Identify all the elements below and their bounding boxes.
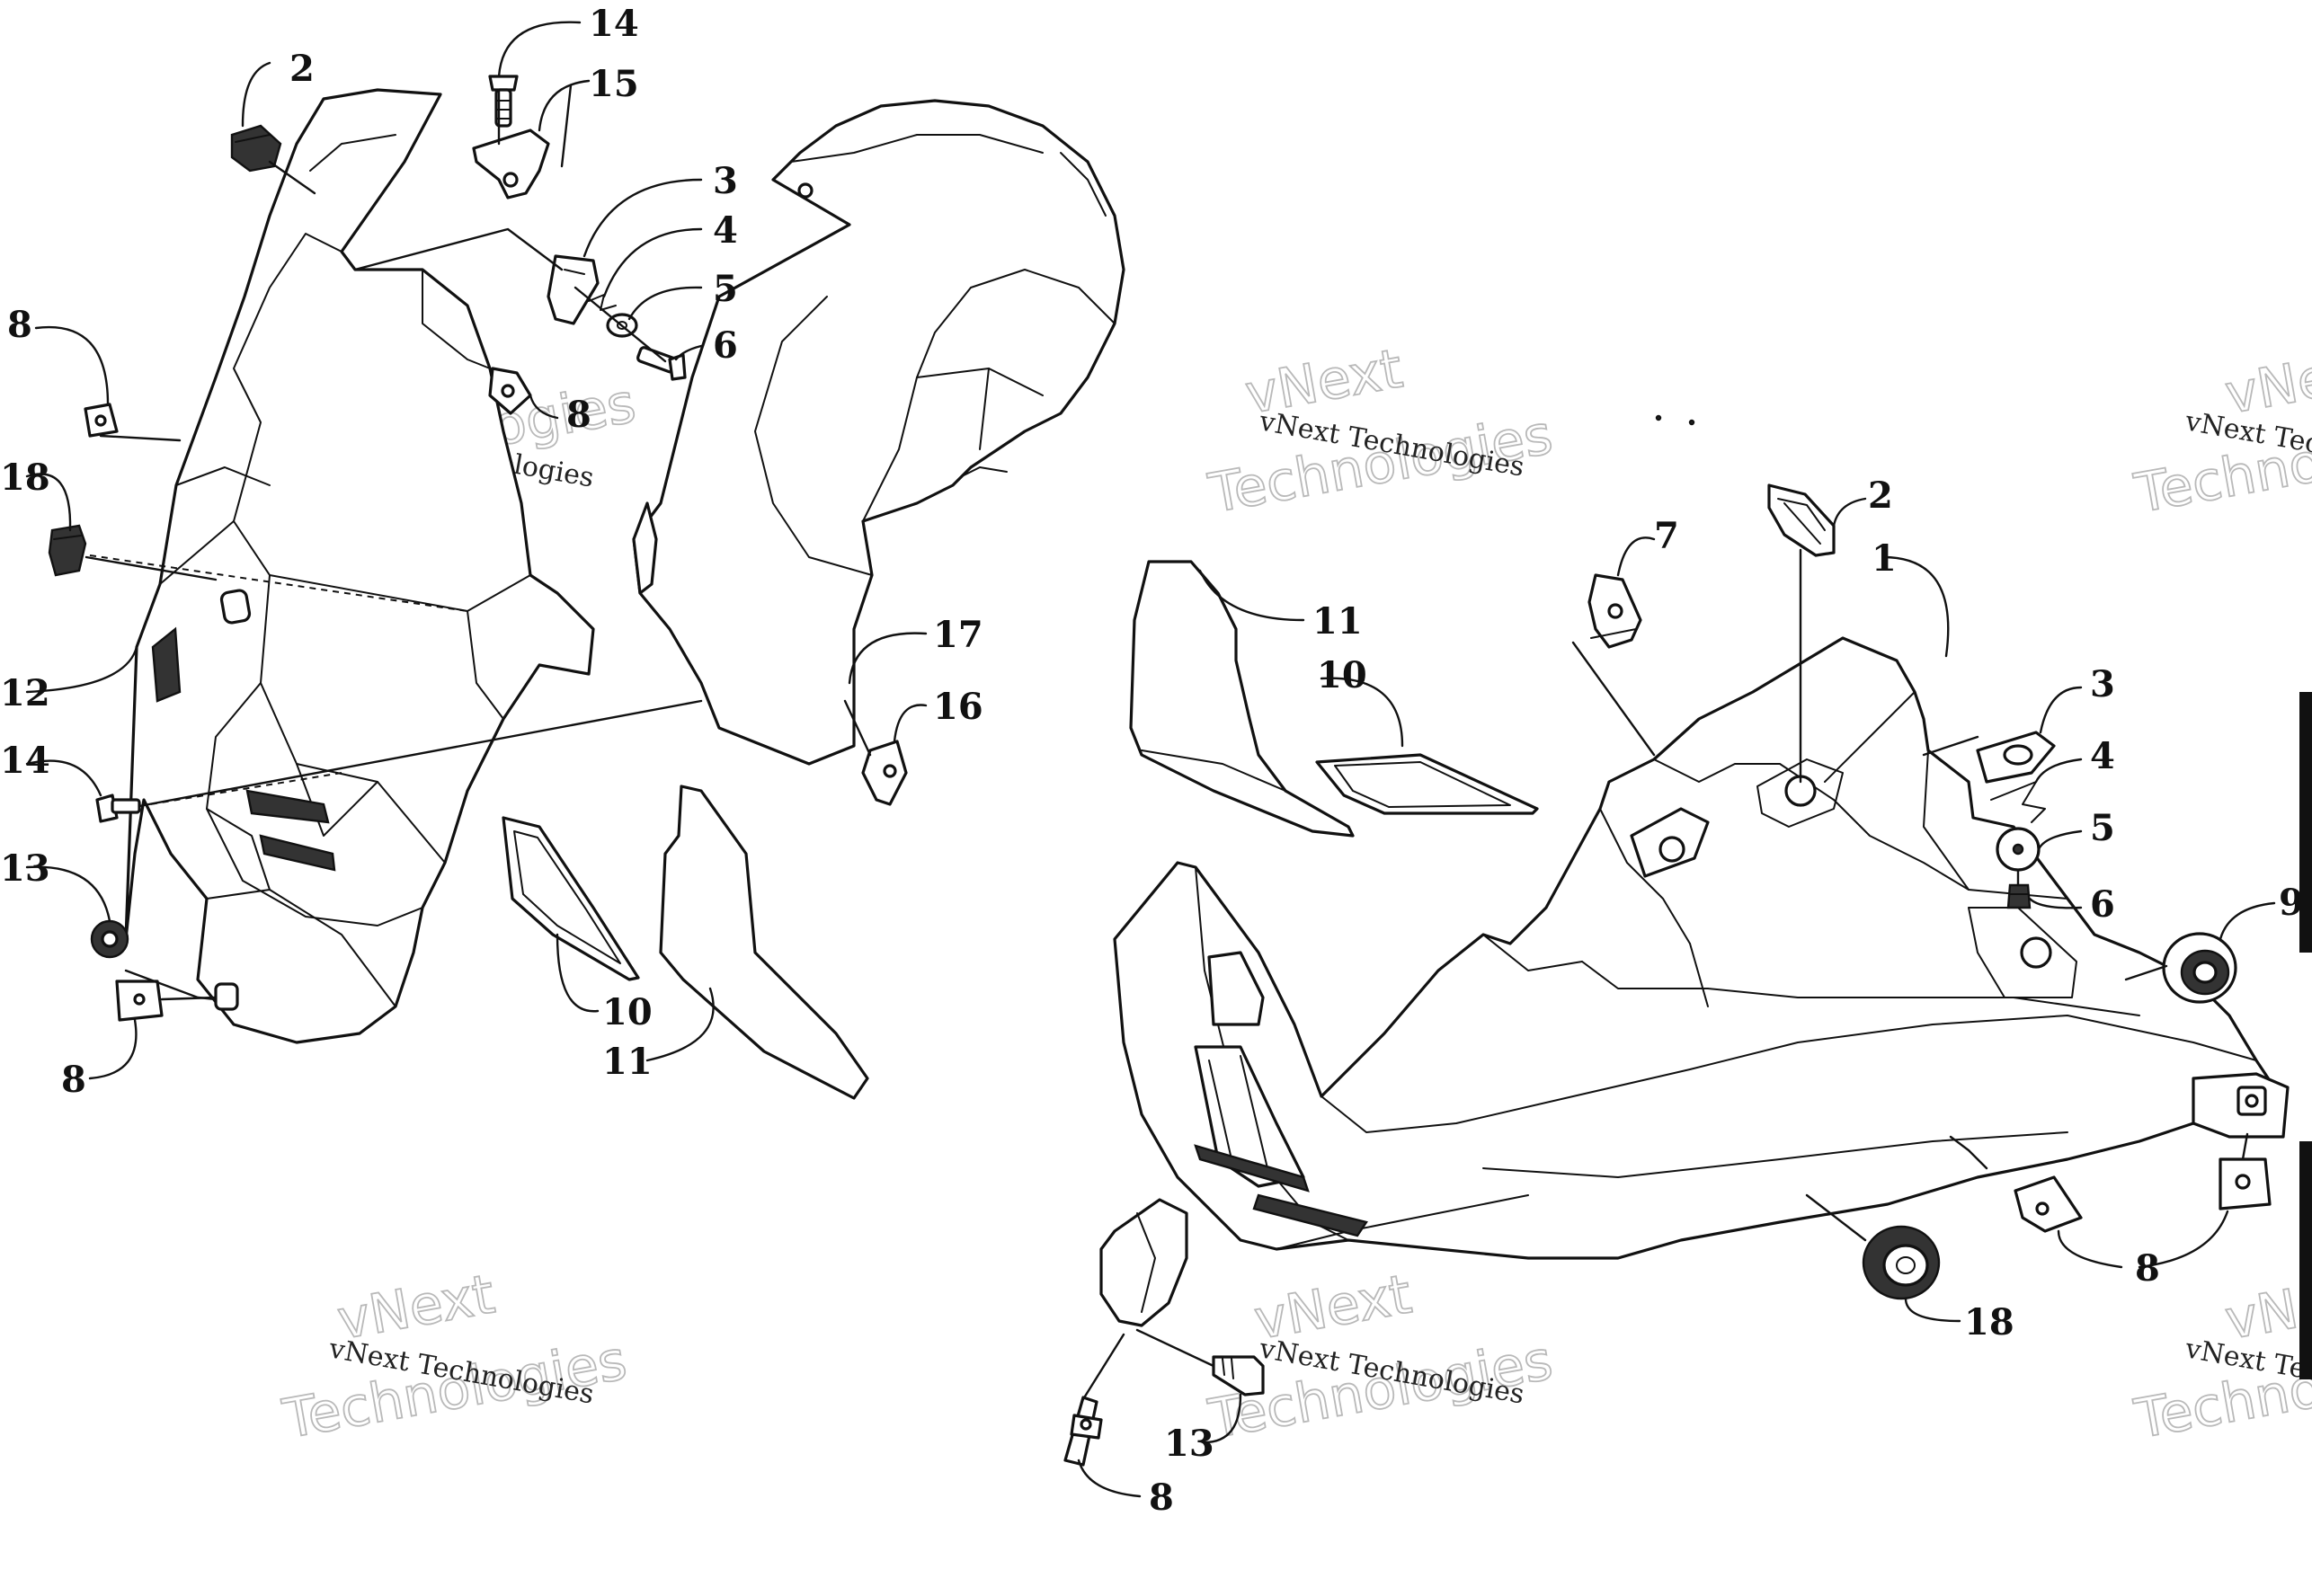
callout-right-1: 1: [1872, 537, 1897, 580]
callout-right-6: 6: [2090, 883, 2115, 926]
callout-right-18: 18: [1964, 1301, 2014, 1343]
left-callout-lines: [25, 21, 928, 1080]
gasket-part-10-left: [502, 816, 640, 981]
callout-left-6: 6: [713, 324, 738, 367]
cover-part-17: [632, 99, 1125, 766]
callout-right-3: 3: [2090, 663, 2115, 705]
callout-left-8-inner: 8: [566, 394, 591, 436]
callout-right-7: 7: [1654, 515, 1679, 557]
callout-right-8-lower: 8: [1149, 1476, 1174, 1519]
grommet-part-18-left: [48, 524, 87, 577]
housing-part-12: [124, 88, 595, 1044]
fastener-part-2-right: [1767, 483, 1836, 557]
clip-part-16-left: [861, 740, 908, 806]
right-callouts: 2 1 7 11 10 3 4 5 6 9 8 18 13 8: [1149, 474, 2304, 1519]
fastener-part-2-left: [230, 124, 316, 195]
watermark-top-center: Technologies vNext vNext Technologies: [1204, 336, 1559, 526]
callout-left-16: 16: [933, 686, 983, 728]
screw-part-6-left: [636, 346, 687, 381]
nut-part-8-right-far: [2219, 1157, 2272, 1210]
callout-right-5: 5: [2090, 807, 2115, 849]
callout-right-11: 11: [1312, 600, 1363, 643]
left-leaders: [84, 84, 872, 1001]
callout-left-4: 4: [713, 209, 738, 252]
callout-left-13: 13: [0, 847, 50, 890]
nut-part-8-left: [84, 403, 119, 438]
callout-right-2: 2: [1868, 474, 1893, 517]
clip-part-3-left: [547, 254, 600, 325]
screw-part-13-right: [1212, 1355, 1265, 1396]
callout-left-17: 17: [933, 614, 983, 656]
watermark-bottom-left: Technologies vNext vNext Technologies: [278, 1262, 633, 1451]
grommet-part-18-right: [1862, 1225, 1941, 1300]
callout-left-14-lower: 14: [0, 740, 50, 782]
screw-part-6-right: [2006, 883, 2032, 909]
pin-part-8-right: [1063, 1396, 1103, 1467]
nut-part-8-inner: [488, 367, 532, 415]
left-assembly: 2 14 15 3 4 5 6 8 8 18 12 14 13 8 17 16 …: [0, 3, 1125, 1101]
callout-left-5: 5: [713, 268, 738, 310]
callout-right-8-right: 8: [2135, 1247, 2160, 1290]
callout-right-10: 10: [1317, 654, 1367, 696]
right-leaders: [1081, 548, 2249, 1401]
callout-left-10: 10: [602, 991, 653, 1033]
watermark-bottom-center: Technologies vNext vNext Technologies: [1204, 1262, 1559, 1451]
callout-right-13: 13: [1164, 1423, 1214, 1465]
housing-part-1: [1113, 636, 2290, 1260]
callout-left-8-top: 8: [7, 304, 32, 346]
callout-right-4: 4: [2090, 735, 2115, 777]
right-callout-lines: [1077, 497, 2276, 1498]
screw-part-14-top: [488, 75, 519, 128]
watermark-bottom-right: Technologies vNext vNext Technologies: [2130, 1262, 2312, 1451]
callout-left-11: 11: [602, 1041, 653, 1083]
callout-left-2: 2: [289, 48, 315, 90]
callout-left-15: 15: [589, 63, 639, 105]
edge-bars: [2299, 692, 2312, 1379]
nut-part-8-lower: [115, 980, 164, 1022]
panel-part-11-left: [659, 785, 869, 1100]
nut-part-8-right-mid: [2014, 1175, 2083, 1233]
spring-part-4-right: [1990, 781, 2046, 823]
right-assembly: 2 1 7 11 10 3 4 5 6 9 8 18 13 8: [1063, 414, 2304, 1519]
side-tab-right: [1099, 1198, 1188, 1327]
gasket-part-10-right: [1315, 753, 1539, 815]
watermark-top-right: Technologies vNext vNext Technologies: [2130, 336, 2312, 526]
stray-marks: [1655, 414, 1695, 426]
washer-part-5-right: [1996, 827, 2041, 872]
spring-part-4-left: [588, 294, 617, 311]
clip-part-7: [1587, 573, 1642, 649]
left-callouts: 2 14 15 3 4 5 6 8 8 18 12 14 13 8 17 16 …: [0, 3, 983, 1101]
callout-left-18: 18: [0, 457, 50, 499]
svg-text:vNext: vNext: [2220, 1263, 2312, 1352]
callout-left-14-top: 14: [589, 3, 639, 45]
screw-part-14-lower: [95, 794, 141, 823]
callout-left-8-lower: 8: [61, 1059, 86, 1101]
grommet-part-9: [2162, 932, 2237, 1004]
clip-part-3-right: [1976, 731, 2056, 784]
bracket-part-15: [472, 129, 550, 200]
star-nut-part-13-left: [90, 919, 129, 959]
panel-part-11-right: [1129, 560, 1355, 838]
callout-left-12: 12: [0, 672, 50, 714]
callout-left-3: 3: [713, 160, 738, 202]
